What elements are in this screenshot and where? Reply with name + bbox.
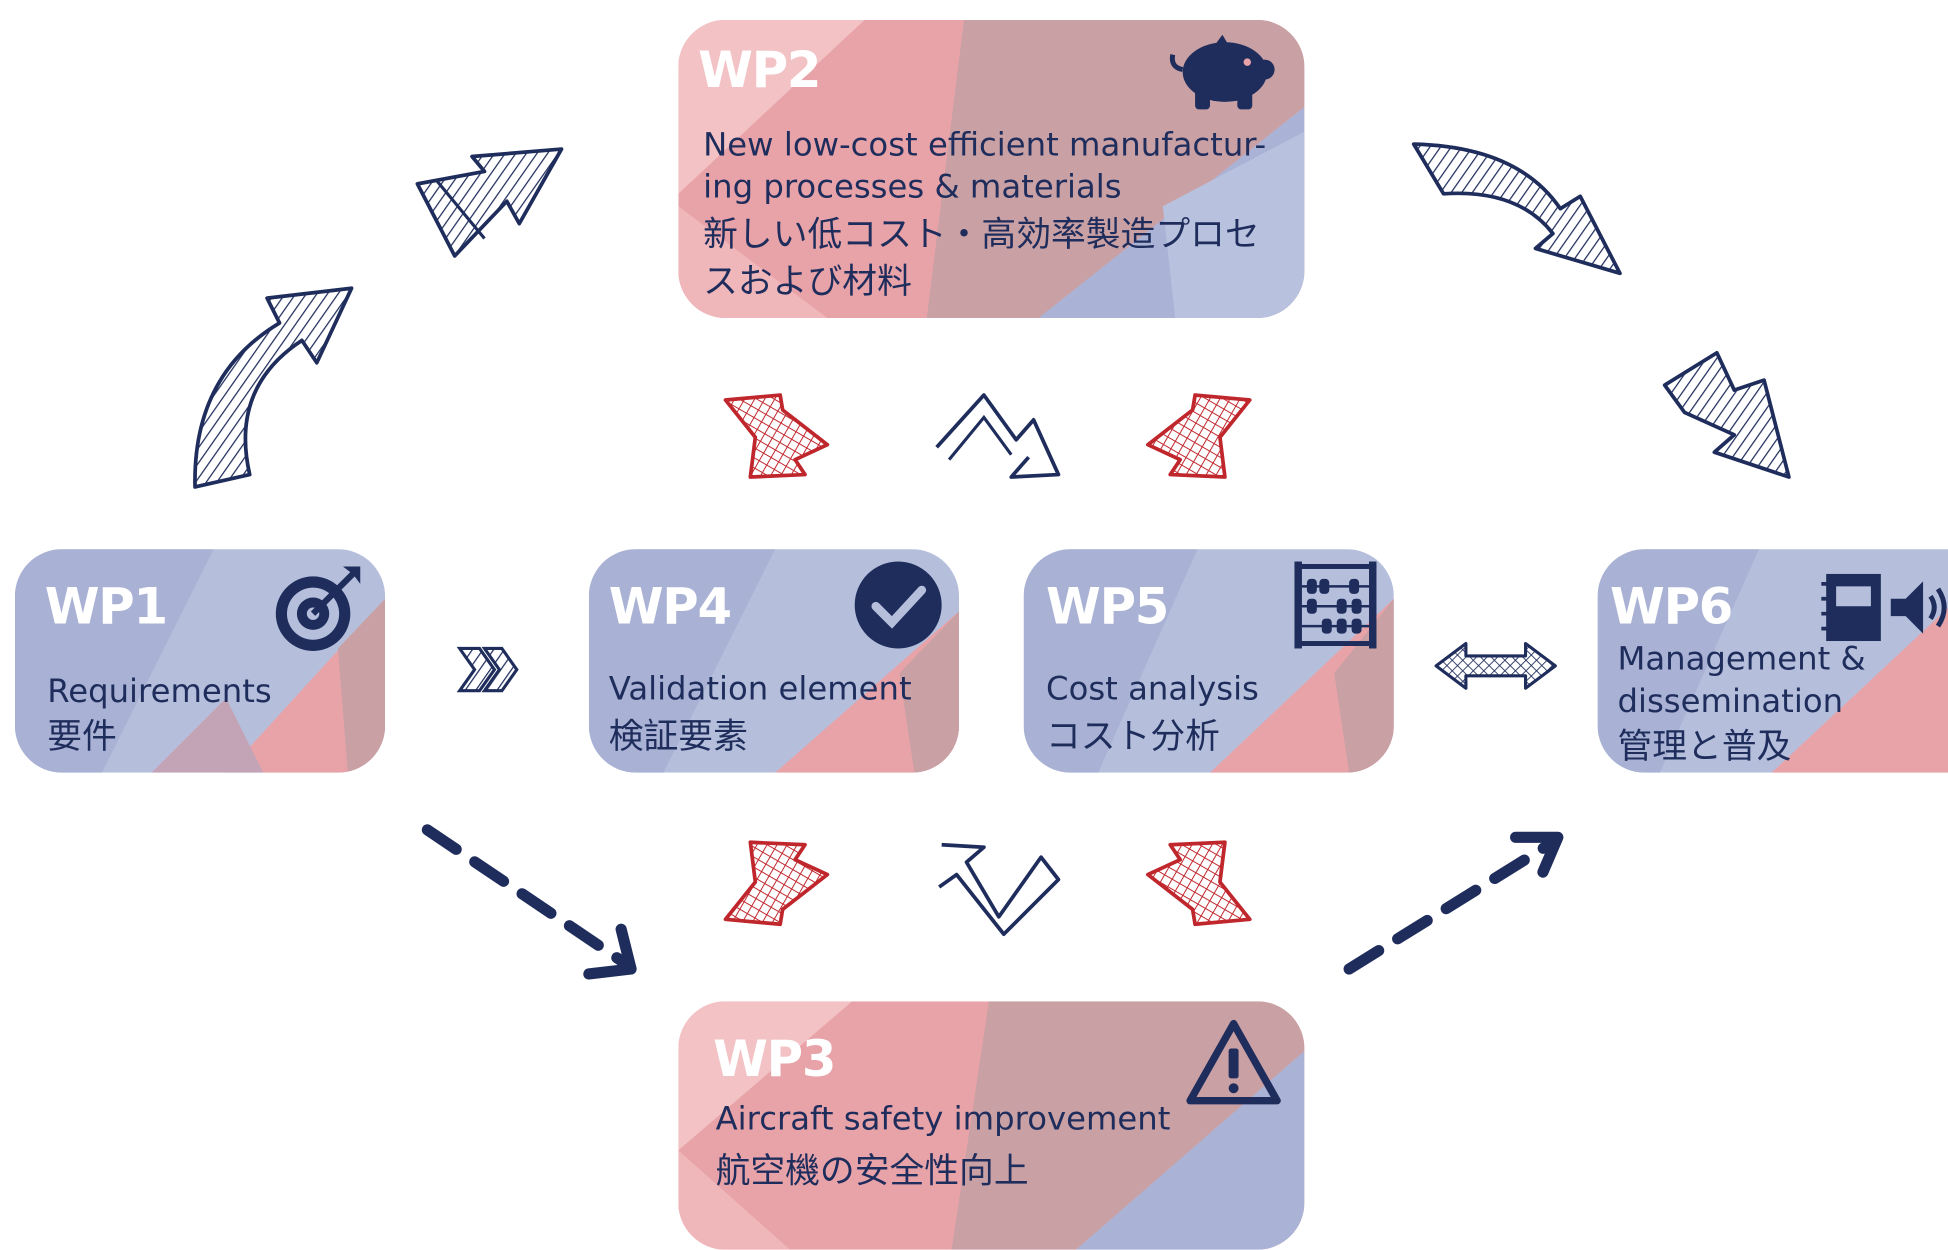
arrow-red-to-wp5-top [1146,393,1252,479]
wp6-english-text: Management & dissemination [1617,641,1866,721]
wp2-box: WP2 New low-cost efficient manufactur- i… [678,19,1305,319]
wp6-japanese-text: 管理と普及 [1617,725,1792,767]
wp3-japanese-text: 航空機の安全性向上 [715,1150,1029,1192]
arrow-wp1-to-wp3-dashed [421,824,637,980]
checkmark-icon [852,559,944,656]
wp1-english-text: Requirements [47,673,272,711]
wp1-japanese-text: 要件 [47,715,117,757]
arrow-wp1-to-wp2-lower [193,286,354,489]
arrow-wp4-wp5-zigzag-bottom [938,842,1061,937]
arrow-wp2-to-wp6-lower [1662,350,1791,479]
target-icon [271,562,365,661]
wp5-label: WP5 [1046,578,1169,637]
wp4-japanese-text: 検証要素 [608,715,748,757]
wp2-japanese-text: 新しい低コスト・高効率製造プロセ スおよび材料 [703,213,1260,302]
arrow-red-to-wp4-top [723,393,830,479]
notebook-megaphone-icon [1821,569,1948,651]
wp6-box: WP6 Management & dissemination 管理と普及 [1597,549,1948,773]
wp5-box: WP5 Cost analysis コスト分析 [1023,549,1394,773]
wp4-label: WP4 [608,578,732,637]
wp1-box: WP1 Requirements 要件 [14,549,386,773]
wp3-english-text: Aircraft safety improvement [715,1100,1171,1138]
wp2-english-text: New low-cost efficient manufactur- ing p… [703,126,1267,207]
arrow-wp2-to-wp6-upper [1411,142,1622,276]
warning-icon [1185,1019,1282,1113]
wp5-english-text: Cost analysis [1046,670,1259,709]
wp5-japanese-text: コスト分析 [1046,715,1220,757]
abacus-icon [1290,559,1382,656]
wp4-box: WP4 Validation element 検証要素 [588,549,960,773]
wp6-label: WP6 [1610,578,1733,637]
arrow-wp4-wp5-zigzag-top [935,393,1061,479]
arrow-red-from-wp5-bottom [1146,840,1252,927]
wp3-label: WP3 [713,1031,836,1089]
wp2-label: WP2 [698,42,821,100]
arrow-red-from-wp4-bottom [723,840,830,927]
wp4-english-text: Validation element [608,670,912,709]
arrow-wp1-to-wp4 [456,646,519,693]
arrow-wp5-wp6-bidirectional [1434,641,1557,690]
piggy-bank-icon [1165,34,1279,117]
wp1-label: WP1 [44,578,168,637]
arrow-wp1-to-wp2-upper [415,147,564,258]
diagram-canvas: WP2 New low-cost efficient manufactur- i… [14,19,1948,1250]
wp3-box: WP3 Aircraft safety improvement 航空機の安全性向… [678,1001,1305,1250]
arrow-wp3-to-wp6-dashed [1343,831,1564,975]
